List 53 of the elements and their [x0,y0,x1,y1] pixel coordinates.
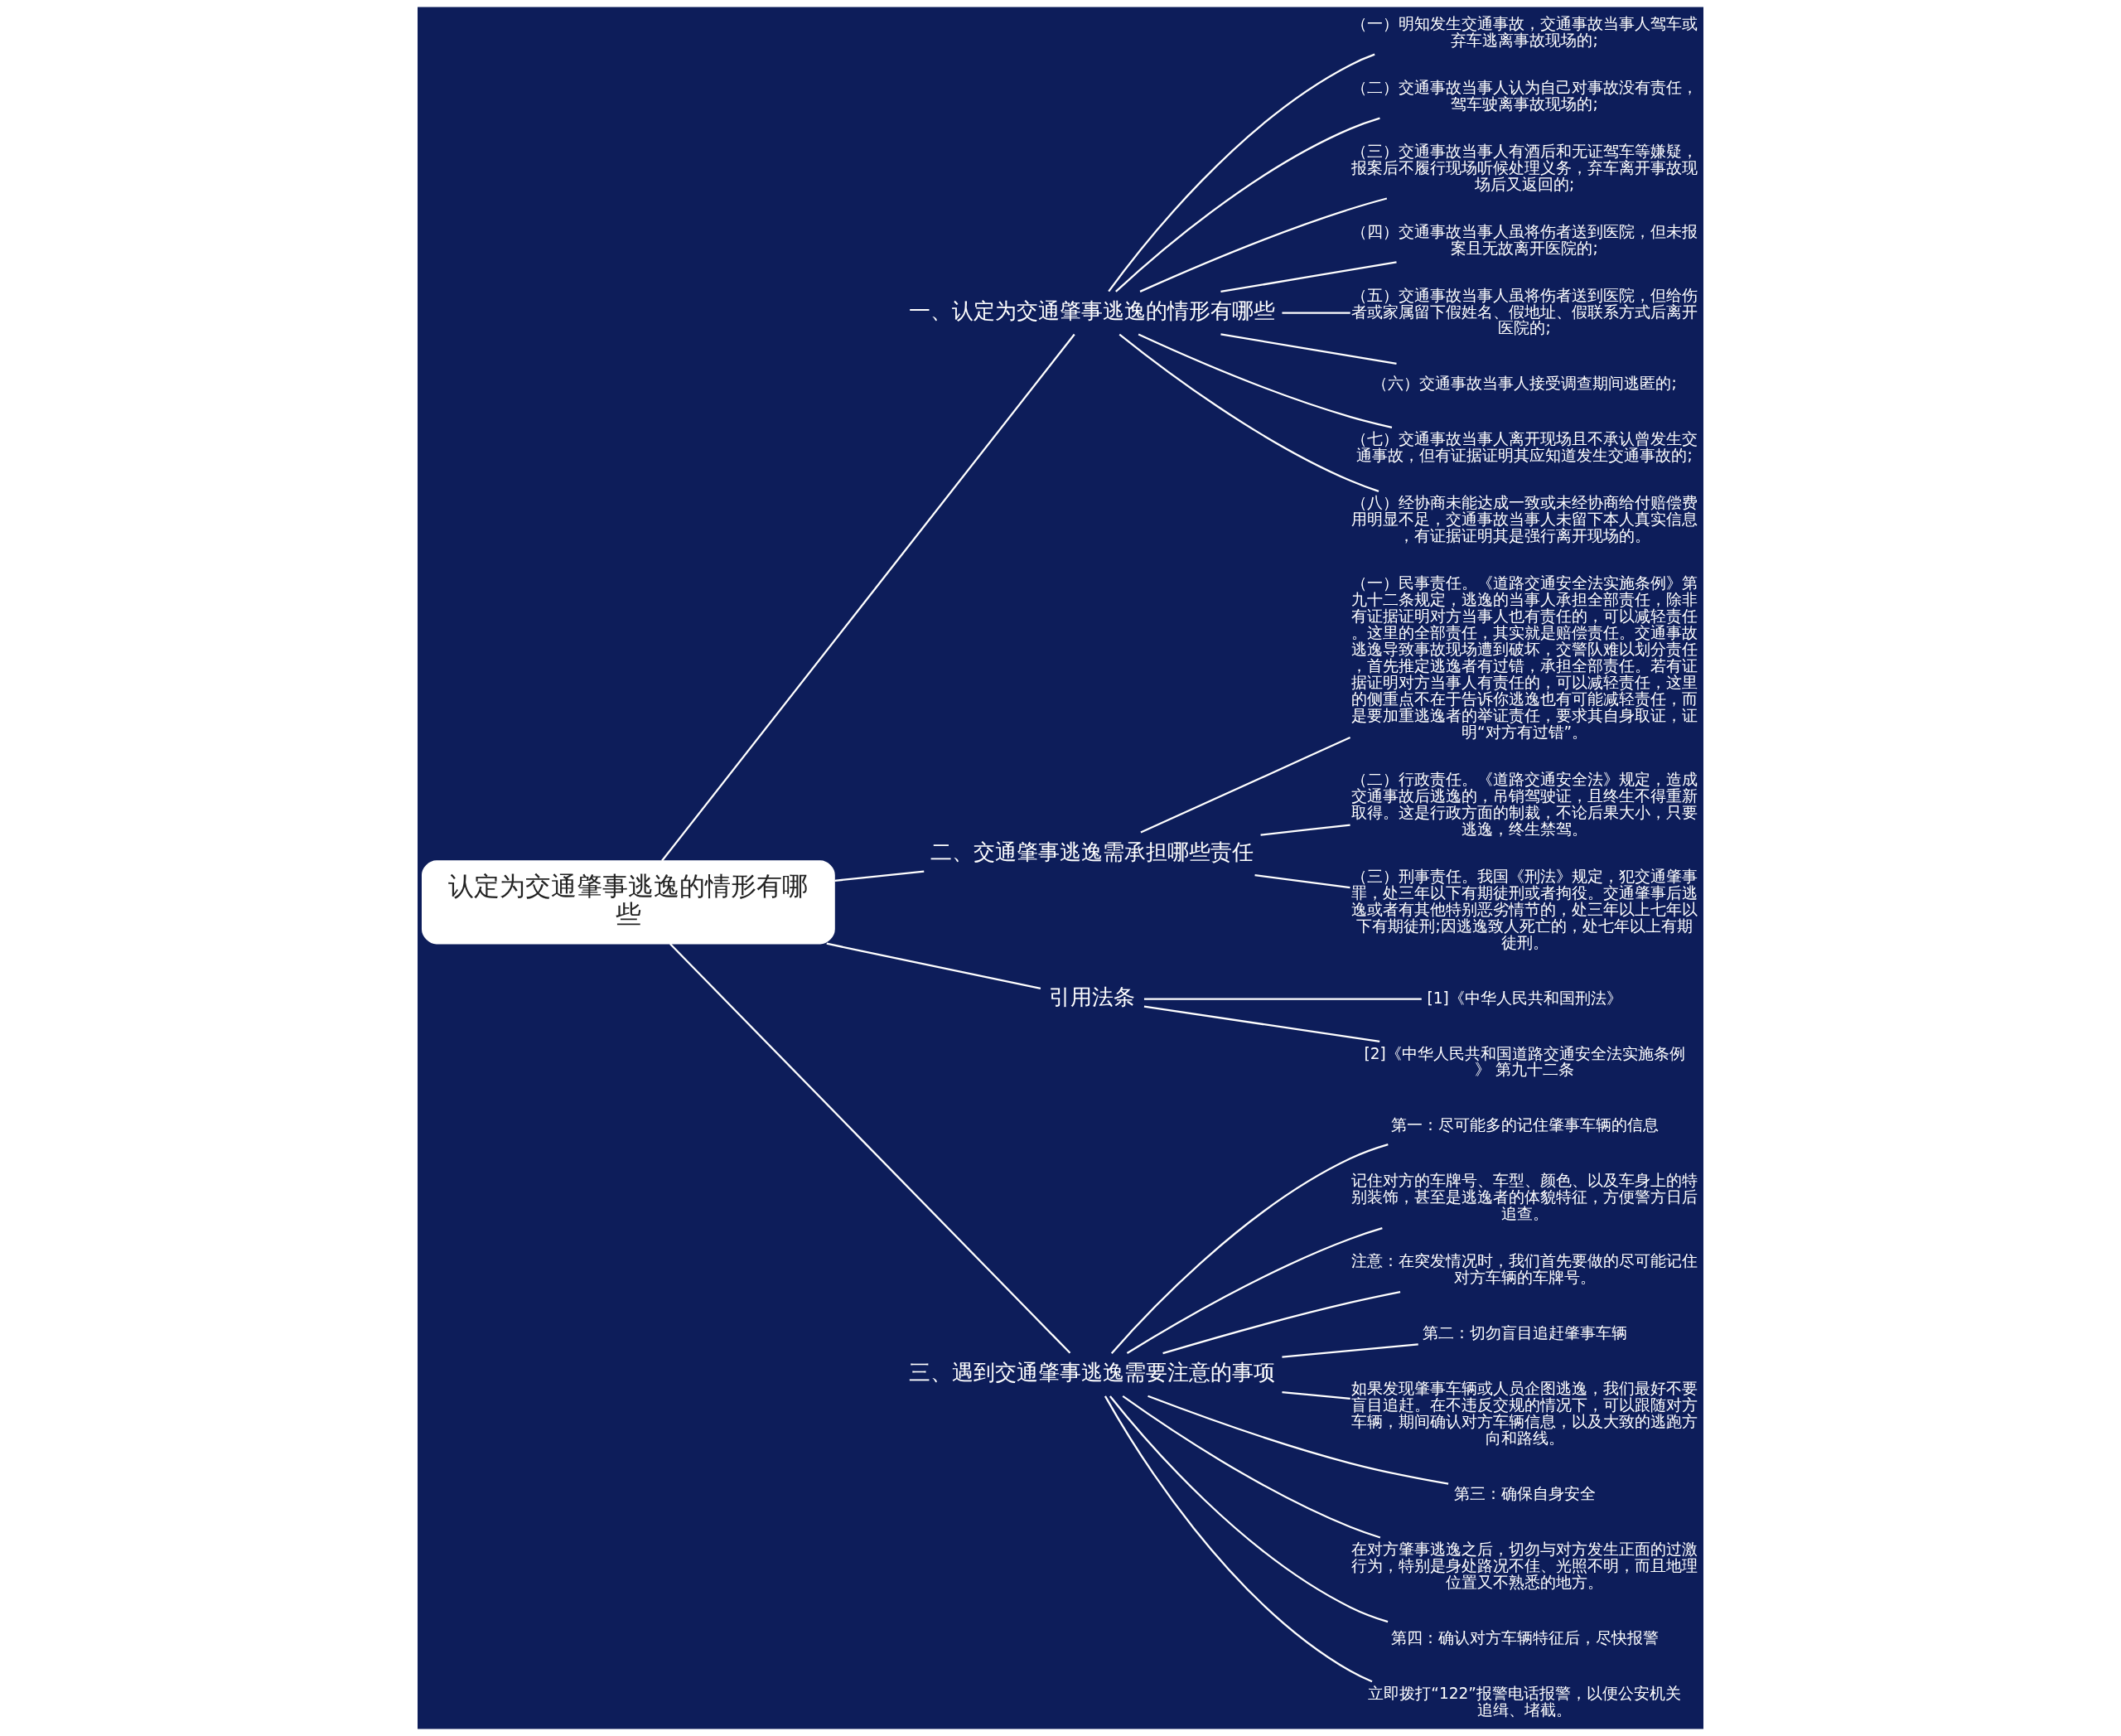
connector [1108,53,1375,293]
connector [1110,1144,1389,1354]
connector [1220,261,1397,293]
connector [1143,998,1422,1000]
connector [669,943,1071,1354]
node-text: （八）经协商未能达成一致或未经协商给付赔偿费用明显不足，交通事故当事人未留下本人真实信息，有证据证明其是强行离开现场的。 [1351,494,1698,545]
node-text: 如果发现肇事车辆或人员企图逃逸，我们最好不要盲目追赶。在不违反交规的情况下，可以跟随对方车辆，期间确认对方车辆信息，以及大致的逃跑方向和路线。 [1351,1380,1698,1448]
connector [1143,1005,1380,1043]
node-text: （三）刑事责任。我国《刑法》规定，犯交通肇事罪，处三年以下有期徒刑或者拘役。交通肇事后逃逸或者有其他特别恶劣情节的，处三年以上七年以下有期徒刑;因逃逸致人死亡的，处七年以上有期徒刑。 [1351,867,1698,951]
connector [1282,1343,1418,1358]
node-text: （七）交通事故当事人离开现场且不承认曾发生交通事故，但有证据证明其应知道发生交通事故的; [1351,430,1698,465]
connector [1220,333,1397,365]
node-text: （一）明知发生交通事故，交通事故当事人驾车或弃车逃离事故现场的; [1351,14,1698,49]
node-text: （一）民事责任。《道路交通安全法实施条例》第九十二条规定，逃逸的当事人承担全部责任，除非有证据证明对方当事人也有责任的，可以减轻责任。这里的全部责任，其实就是赔偿责任。交通事故逃逸导致事故现场遭到破坏，交警队难以划分责任，首先推定逃逸者有过错，承担全部责任。若有证据证明对方当事人有责任的，可以减轻责任，这里的侧重点不在于告诉你逃逸也有可能减轻责任，而是要加重逃逸者的举证责任，要求其自身取证，证明“对方有过错”。 [1351,574,1698,741]
node-text: 第一：尽可能多的记住肇事车辆的信息 [1390,1116,1659,1134]
connector [1147,1395,1449,1485]
node-text: [1]《中华人民共和国刑法》 [1427,989,1622,1007]
node-text: 二、交通肇事逃逸需承担哪些责任 [930,839,1254,864]
node-text: 第四：确认对方车辆特征后，尽快报警 [1390,1628,1659,1647]
node-text: 立即拨打“122”报警电话报警，以便公安机关追缉、堵截。 [1368,1684,1681,1719]
node-text: 在对方肇事逃逸之后，切勿与对方发生正面的过激行为，特别是身处路况不佳、光照不明，而且地理位置又不熟悉的地方。 [1351,1540,1698,1591]
node-text: 记住对方的车牌号、车型、颜色、以及车身上的特别装饰，甚至是逃逸者的体貌特征，方便警方日后追查。 [1351,1172,1698,1223]
connector [1126,1227,1383,1355]
node-text: （二）行政责任。《道路交通安全法》规定，造成交通事故后逃逸的，吊销驾驶证，且终生不得重新取得。这是行政方面的制裁，不论后果大小，只要逃逸，终生禁驾。 [1351,770,1698,838]
connector [1162,1291,1401,1355]
connector [1282,312,1350,314]
connector [1138,333,1393,428]
connector [1260,824,1350,836]
node-text: 第二：切勿盲目追赶肇事车辆 [1422,1324,1627,1342]
node-text: [2]《中华人民共和国道路交通安全法实施条例》 第九十二条 [1364,1044,1685,1079]
connector [1254,873,1350,889]
connector [826,942,1041,989]
node-text: 第三：确保自身安全 [1453,1485,1596,1503]
connector [1118,333,1379,492]
node-text: 注意：在突发情况时，我们首先要做的尽可能记住对方车辆的车牌号。 [1351,1252,1698,1287]
connector [1115,117,1380,293]
node-text: （二）交通事故当事人认为自己对事故没有责任，驾车驶离事故现场的; [1351,78,1698,113]
connector [1109,1395,1389,1623]
node-text: 一、认定为交通肇事逃逸的情形有哪些 [909,297,1276,323]
node-text: （六）交通事故当事人接受调查期间逃匿的; [1372,375,1677,393]
node-text: 引用法条 [1049,984,1136,1009]
connector [1122,1395,1381,1539]
node-box: 认定为交通肇事逃逸的情形有哪些 [422,860,835,945]
connector [1104,1395,1373,1683]
connector [1139,197,1388,293]
connector [661,333,1075,862]
connector [834,870,925,882]
node-text: （三）交通事故当事人有酒后和无证驾车等嫌疑，报案后不履行现场听候处理义务，弃车离开事故现场后又返回的; [1351,142,1698,193]
node-text: 三、遇到交通肇事逃逸需要注意的事项 [909,1360,1276,1385]
connector [1282,1391,1350,1400]
node-text: （五）交通事故当事人虽将伤者送到医院，但给伤者或家属留下假姓名、假地址、假联系方式后离开医院的; [1351,286,1698,337]
connector [1140,736,1351,834]
node-text: （四）交通事故当事人虽将伤者送到医院，但未报案且无故离开医院的; [1351,222,1698,257]
